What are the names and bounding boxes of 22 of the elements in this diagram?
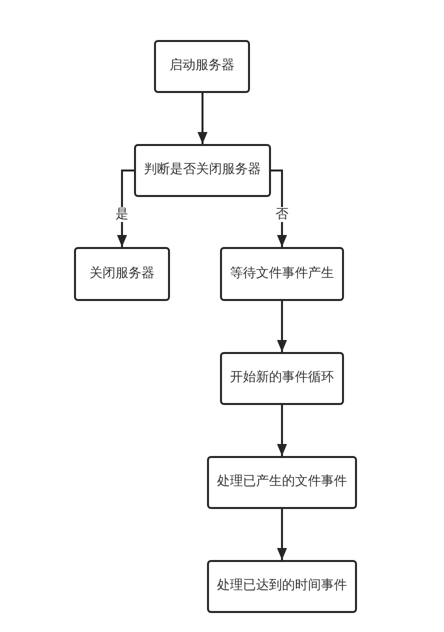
arrow <box>277 509 287 560</box>
arrow <box>277 405 287 456</box>
step-label: 处理已达到的时间事件 <box>217 578 347 595</box>
process-box <box>220 247 344 301</box>
process-box <box>134 144 271 197</box>
process-box <box>74 247 170 301</box>
process-box <box>207 456 357 509</box>
process-box <box>154 40 250 93</box>
step-label: 启动服务器 <box>170 58 234 75</box>
edge-label: 否 <box>276 207 288 222</box>
step-label: 处理已产生的文件事件 <box>217 474 347 491</box>
arrow <box>277 301 287 352</box>
process-box <box>220 352 344 405</box>
step-label: 等待文件事件产生 <box>230 266 334 282</box>
edge-label: 是 <box>116 207 128 222</box>
step-label: 关闭服务器 <box>90 266 154 282</box>
arrow <box>198 93 208 144</box>
arrow <box>271 170 287 247</box>
process-box <box>207 560 357 613</box>
arrow <box>117 170 134 247</box>
step-label: 判断是否关闭服务器 <box>144 162 261 179</box>
step-label: 开始新的事件循环 <box>230 370 334 387</box>
